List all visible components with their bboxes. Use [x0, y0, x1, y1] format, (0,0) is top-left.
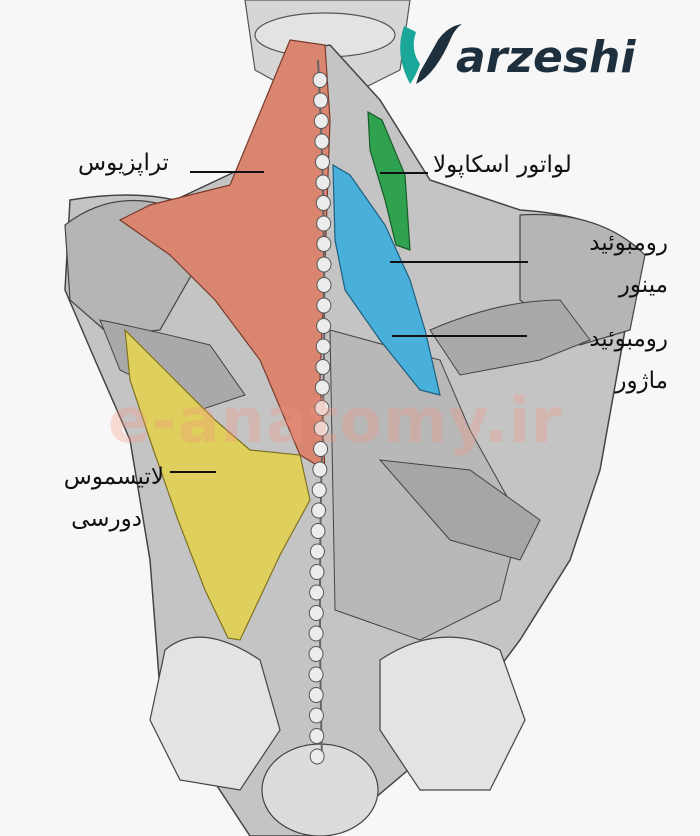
vertebra — [316, 236, 332, 252]
label-rhomboid-minor: رومبوئید مینور — [589, 230, 668, 298]
levator-scapulae-muscle — [367, 110, 411, 251]
sacrum — [261, 743, 379, 836]
vertebra — [315, 338, 331, 355]
vertebra — [315, 174, 331, 191]
vertebra — [316, 256, 332, 273]
right-teres — [429, 299, 591, 376]
vertebra — [308, 605, 324, 621]
vertebra — [311, 482, 327, 498]
vertebra — [308, 646, 324, 662]
left-iliac-crest — [149, 636, 281, 791]
right-iliac-crest — [379, 636, 526, 791]
vertebra — [316, 297, 332, 314]
watermark: e-anatomy.ir — [108, 384, 563, 457]
vertebra — [315, 195, 331, 211]
vertebra — [308, 687, 324, 703]
vertebra — [309, 748, 325, 765]
vertebra — [308, 707, 324, 724]
brand-name: arzeshi — [456, 32, 636, 83]
logo-mark-icon — [400, 24, 462, 84]
label-levator-scapulae: لواتور اسکاپولا — [433, 152, 572, 178]
vertebra — [311, 502, 327, 519]
spine — [308, 59, 332, 765]
label-rhomboid-major: رومبوئید ماژور — [589, 326, 668, 394]
vertebra — [308, 666, 324, 683]
vertebra — [309, 564, 325, 580]
vertebra — [308, 625, 324, 642]
vertebra — [309, 728, 325, 744]
vertebra — [314, 400, 330, 416]
vertebra — [315, 359, 331, 375]
vertebra — [316, 277, 332, 293]
vertebra — [313, 92, 329, 109]
latissimus-dorsi-muscle — [124, 328, 311, 641]
vertebra — [312, 72, 328, 88]
vertebra — [309, 543, 325, 560]
label-trapezius: تراپزیوس — [78, 150, 169, 176]
label-latissimus-dorsi: لاتیسموس دورسی — [63, 464, 164, 532]
vertebra — [310, 523, 326, 539]
rhomboid-muscles — [332, 163, 441, 396]
vertebra — [314, 133, 330, 150]
serratus-posterior — [378, 459, 541, 561]
vertebra — [313, 441, 329, 457]
vertebra — [313, 420, 329, 437]
vertebra — [313, 113, 329, 129]
vertebra — [316, 215, 332, 232]
brand-logo[interactable]: arzeshi — [390, 14, 690, 92]
vertebra — [309, 584, 325, 601]
vertebra — [316, 318, 332, 334]
vertebra — [314, 379, 330, 396]
vertebra — [312, 461, 328, 478]
vertebra — [314, 154, 330, 170]
